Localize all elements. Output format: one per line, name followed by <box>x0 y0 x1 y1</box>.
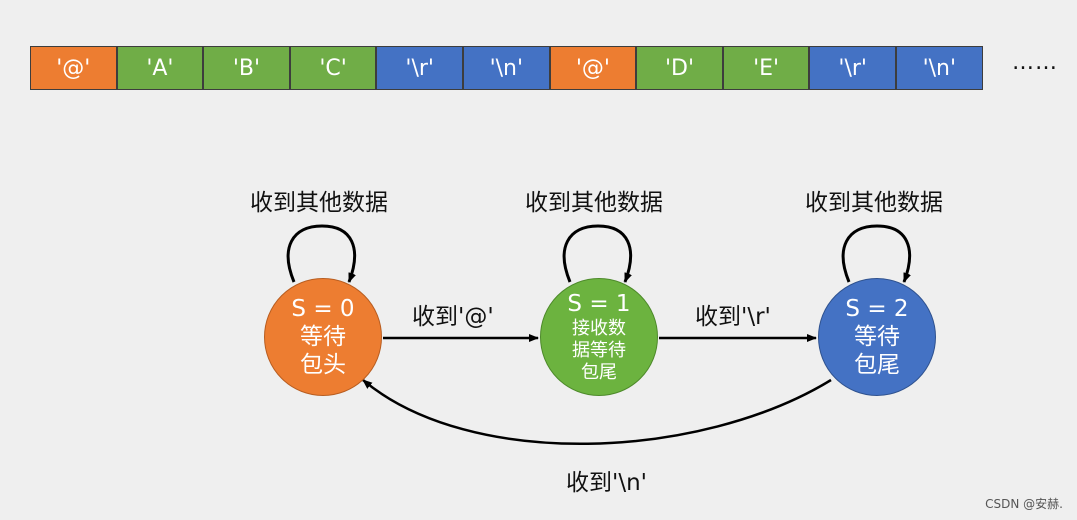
state-description-line: 包头 <box>300 352 346 379</box>
transition-label-s2-s0: 收到'\n' <box>566 470 647 496</box>
state-s0: S = 0 等待 包头 <box>264 278 382 396</box>
transition-label-s0-s1: 收到'@' <box>412 304 494 330</box>
self-loop-label-s2: 收到其他数据 <box>805 190 943 216</box>
state-description-line: 等待 <box>300 323 346 350</box>
self-loop-arrow-s1 <box>562 224 633 283</box>
watermark: CSDN @安赫. <box>985 497 1063 511</box>
state-description-line: 据等待 <box>572 340 626 362</box>
state-value: S = 0 <box>291 295 355 322</box>
packet-byte-cell: 'D' <box>636 46 723 90</box>
state-description-line: 等待 <box>854 323 900 350</box>
packet-byte-cell: '\n' <box>896 46 983 90</box>
state-description-line: 包尾 <box>581 362 617 383</box>
state-s1: S = 1 接收数 据等待 包尾 <box>540 278 658 396</box>
state-description-line: 接收数 <box>572 318 626 340</box>
packet-byte-cell: '@' <box>549 46 637 90</box>
packet-byte-cell: 'B' <box>203 46 290 90</box>
state-s2: S = 2 等待 包尾 <box>818 278 936 396</box>
packet-byte-cell: '\n' <box>463 46 550 90</box>
packet-byte-cell: 'A' <box>116 46 204 90</box>
packet-byte-cell: 'C' <box>289 46 377 90</box>
packet-byte-cell: '@' <box>30 46 117 90</box>
state-description-line: 包尾 <box>854 352 900 379</box>
self-loop-label-s0: 收到其他数据 <box>250 190 388 216</box>
arrow-s2-to-s0 <box>362 378 832 446</box>
state-value: S = 2 <box>845 295 909 322</box>
packet-byte-cell: '\r' <box>809 46 896 90</box>
self-loop-arrow-s0 <box>286 224 357 283</box>
packet-continuation-ellipsis: …… <box>1012 50 1058 75</box>
packet-byte-cell: '\r' <box>376 46 463 90</box>
state-value: S = 1 <box>567 291 631 318</box>
self-loop-label-s1: 收到其他数据 <box>525 190 663 216</box>
transition-label-s1-s2: 收到'\r' <box>695 304 771 330</box>
self-loop-arrow-s2 <box>841 224 912 283</box>
packet-byte-cell: 'E' <box>722 46 810 90</box>
